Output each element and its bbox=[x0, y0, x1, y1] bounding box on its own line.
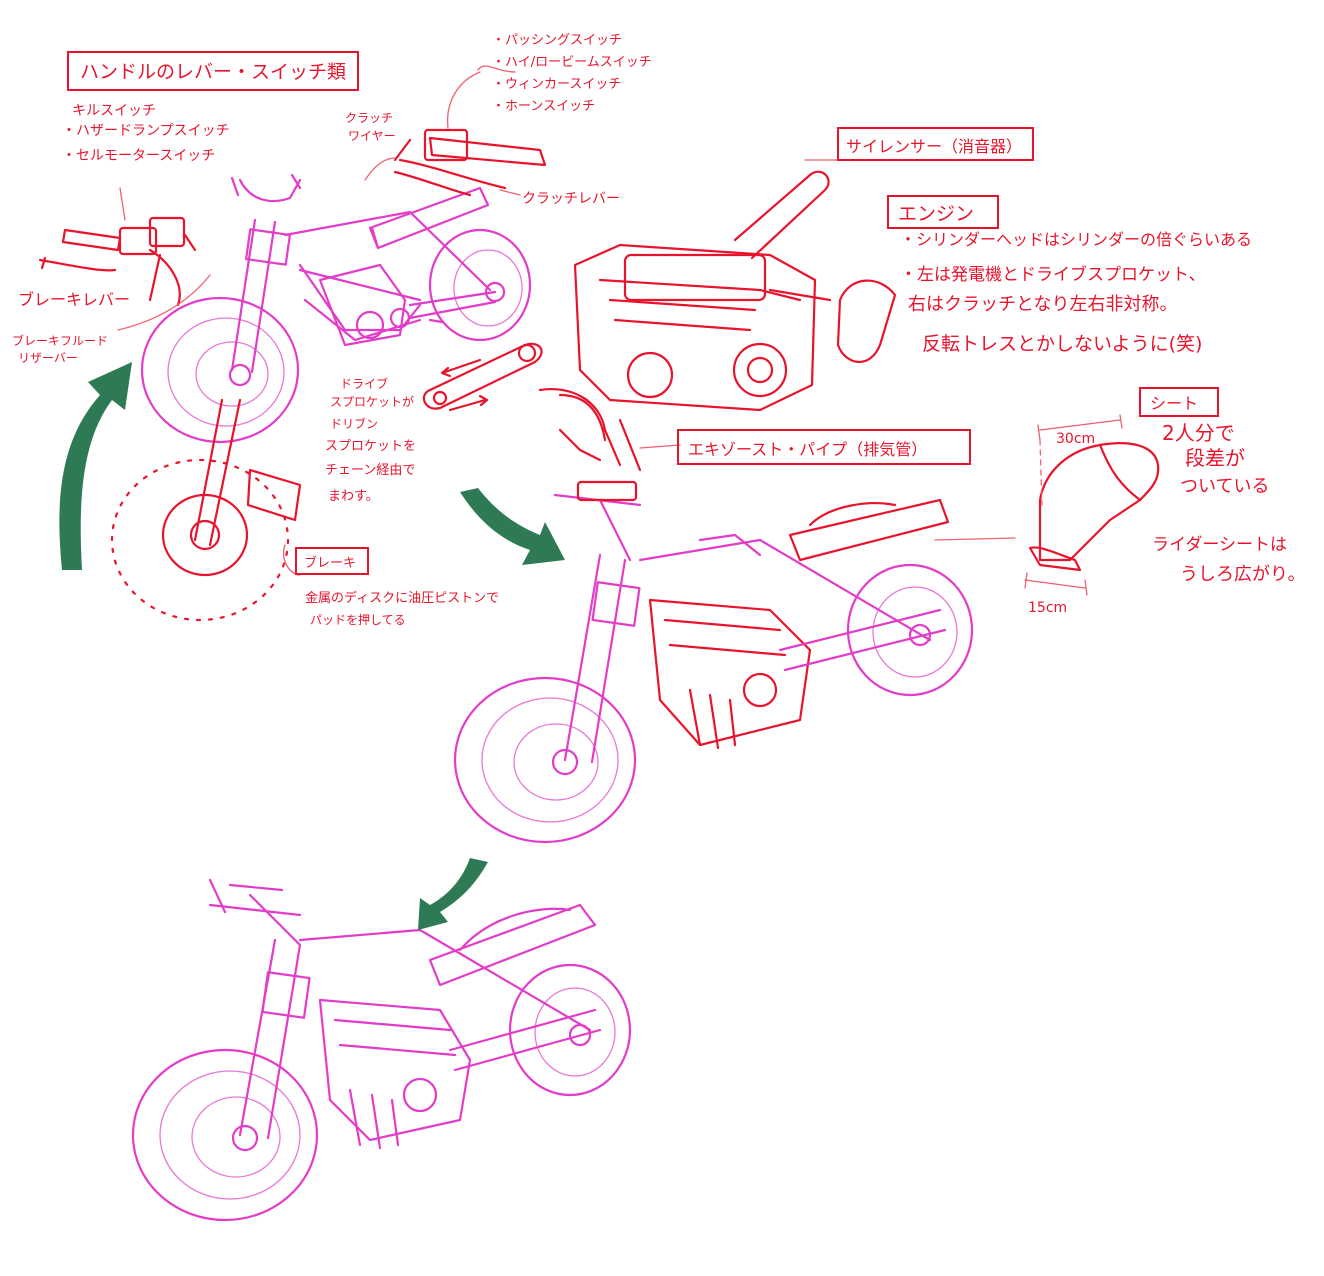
seat-title: シート bbox=[1150, 394, 1198, 413]
passing-switch-label: ・パッシングスイッチ bbox=[492, 33, 622, 48]
brake-note-1: 金属のディスクに油圧ピストンで bbox=[305, 590, 499, 606]
brake-disc-detail bbox=[110, 398, 302, 622]
right-handlebar-detail bbox=[364, 71, 547, 197]
brake-note-2: パッドを押してる bbox=[310, 613, 406, 627]
kill-switch-label: キルスイッチ bbox=[72, 103, 156, 119]
green-arrow-down-right bbox=[460, 488, 565, 565]
leader-line-clutch bbox=[499, 189, 521, 196]
green-arrow-up bbox=[59, 362, 132, 570]
clutch-wire-label-2: ワイヤー bbox=[348, 129, 396, 143]
brake-lever-label: ブレーキレバー bbox=[18, 290, 130, 309]
chain-sprockets bbox=[422, 342, 543, 412]
seat-dim-length: 30cm bbox=[1056, 431, 1095, 447]
silencer-label: サイレンサー（消音器） bbox=[846, 137, 1022, 156]
drive-note-1: ドライブ bbox=[340, 376, 388, 391]
engine-note-4: 反転トレスとかしないように(笑) bbox=[922, 333, 1202, 355]
engine-note-3: 右はクラッチとなり左右非対称。 bbox=[908, 294, 1177, 315]
handle-title: ハンドルのレバー・スイッチ類 bbox=[80, 61, 346, 83]
seat-note-4: ライダーシートは bbox=[1152, 535, 1287, 555]
drive-note-3: ドリブン bbox=[330, 416, 378, 431]
clutch-wire-label-1: クラッチ bbox=[345, 111, 393, 125]
middle-bike-engine bbox=[453, 480, 974, 844]
brake-fluid-label-2: リザーバー bbox=[18, 351, 78, 365]
drive-note-4: スプロケットを bbox=[325, 439, 416, 454]
engine-title: エンジン bbox=[898, 203, 974, 225]
engine-note-1: ・シリンダーヘッドはシリンダーの倍ぐらいある bbox=[900, 230, 1252, 249]
beam-switch-label: ・ハイ/ロービームスイッチ bbox=[492, 55, 652, 70]
green-arrow-down-left bbox=[418, 858, 488, 930]
drive-note-6: まわす。 bbox=[328, 489, 379, 504]
engine-title-box bbox=[887, 195, 999, 229]
exhaust-pipe-label: エキゾースト・パイプ（排気管） bbox=[688, 440, 927, 459]
brake-title-box bbox=[295, 547, 369, 575]
horn-switch-label: ・ホーンスイッチ bbox=[492, 99, 595, 114]
hazard-switch-label: ・ハザードランプスイッチ bbox=[62, 123, 230, 139]
seat-note-1: 2人分で bbox=[1162, 421, 1235, 445]
brake-title: ブレーキ bbox=[304, 555, 356, 571]
seat-sketch bbox=[934, 414, 1160, 596]
drive-note-5: チェーン経由で bbox=[325, 463, 415, 478]
seat-title-box bbox=[1139, 387, 1219, 417]
left-handlebar-detail bbox=[38, 187, 211, 331]
seat-note-5: うしろ広がり。 bbox=[1180, 564, 1306, 585]
seat-dim-width: 15cm bbox=[1028, 600, 1067, 616]
engine-illustration bbox=[538, 170, 897, 472]
winker-switch-label: ・ウィンカースイッチ bbox=[492, 77, 621, 92]
frame-sketch-bike bbox=[140, 173, 532, 444]
starter-switch-label: ・セルモータースイッチ bbox=[62, 148, 215, 164]
brake-fluid-label-1: ブレーキフルード bbox=[12, 333, 108, 348]
bottom-finished-bike bbox=[131, 878, 632, 1222]
handle-title-box bbox=[67, 51, 359, 91]
engine-note-2: ・左は発電機とドライブスプロケット、 bbox=[900, 264, 1206, 285]
leader-line-switches bbox=[477, 65, 516, 73]
clutch-lever-label: クラッチレバー bbox=[522, 191, 620, 207]
silencer-box bbox=[837, 127, 1034, 161]
leader-line-exhaust bbox=[639, 444, 681, 449]
exhaust-pipe-box bbox=[677, 429, 971, 465]
seat-note-3: ついている bbox=[1180, 476, 1269, 497]
drive-note-2: スプロケットが bbox=[330, 394, 414, 409]
seat-note-2: 段差が bbox=[1185, 446, 1245, 470]
